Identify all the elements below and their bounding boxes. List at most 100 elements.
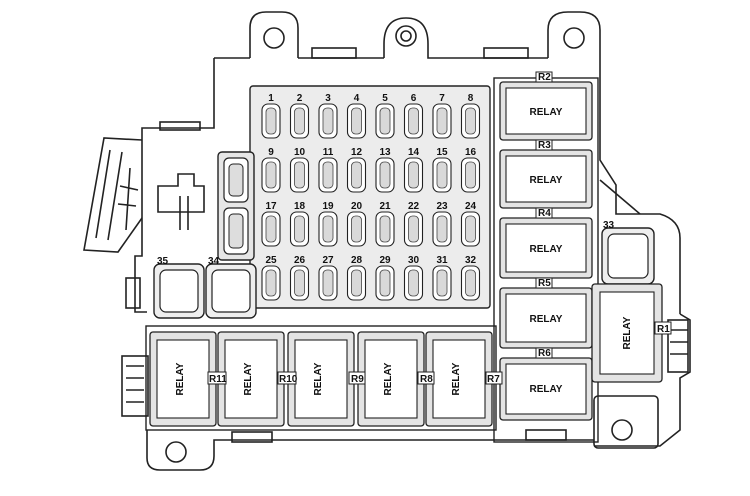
fuse-label-14: 14 <box>408 147 420 158</box>
fuse-label-17: 17 <box>265 201 277 212</box>
relay-r7-marker: R7 <box>485 371 503 385</box>
relay-bottom-1-text: RELAY <box>175 362 186 395</box>
relay-r11-label: R11 <box>209 374 227 385</box>
fuse-label-6: 6 <box>411 93 417 104</box>
relay-r1-text: RELAY <box>622 316 633 349</box>
mini-fuse-2: 2 <box>289 93 310 139</box>
fuse-label-21: 21 <box>379 201 391 212</box>
relay-r6-text: RELAY <box>530 384 563 395</box>
fuse-label-15: 15 <box>436 147 448 158</box>
mini-fuse-25: 25 <box>261 255 281 301</box>
fuse-label-1: 1 <box>268 93 274 104</box>
mini-fuse-23: 23 <box>432 201 452 247</box>
mini-fuse-29: 29 <box>375 255 395 301</box>
relay-r9-text: RELAY <box>383 362 394 395</box>
mini-fuse-10: 10 <box>289 147 310 193</box>
relay-r3: RELAY R3 <box>499 139 593 209</box>
fuse-label-22: 22 <box>408 201 420 212</box>
fuse-label-33: 33 <box>603 220 615 231</box>
fuse-label-19: 19 <box>322 201 334 212</box>
relay-r2: RELAY R2 <box>499 71 593 141</box>
fuse-label-35: 35 <box>157 256 169 267</box>
fuse-label-2: 2 <box>297 93 303 104</box>
mini-fuse-14: 14 <box>403 147 424 193</box>
relay-r3-label: R3 <box>538 140 551 151</box>
mini-fuse-4: 4 <box>346 93 367 139</box>
mini-fuse-11: 11 <box>318 147 338 193</box>
mini-fuse-7: 7 <box>432 93 452 139</box>
relay-r6: RELAY R6 <box>499 347 593 421</box>
large-fuses: 35 34 33 <box>153 220 655 319</box>
mini-fuse-5: 5 <box>375 93 395 139</box>
relay-r11-text: RELAY <box>243 362 254 395</box>
fuse-label-29: 29 <box>379 255 391 266</box>
fuse-label-11: 11 <box>323 147 334 158</box>
relay-r4-label: R4 <box>538 208 551 219</box>
relay-r2-label: R2 <box>538 72 551 83</box>
fuse-panel <box>249 85 491 309</box>
mini-fuse-17: 17 <box>261 201 281 247</box>
mini-fuse-16: 16 <box>460 147 481 193</box>
fuse-label-24: 24 <box>465 201 477 212</box>
relay-r7-label: R7 <box>487 374 500 385</box>
fuse-label-25: 25 <box>265 255 277 266</box>
mini-fuse-22: 22 <box>403 201 424 247</box>
fuse-label-23: 23 <box>436 201 448 212</box>
relay-r2-text: RELAY <box>530 107 563 118</box>
fuse-label-31: 31 <box>436 255 448 266</box>
fuse-label-4: 4 <box>354 93 360 104</box>
relay-r10-text: RELAY <box>313 362 324 395</box>
mini-fuse-1: 1 <box>261 93 281 139</box>
relay-r9: RELAY R9 <box>348 331 425 427</box>
fuse-label-10: 10 <box>294 147 306 158</box>
relay-r5: RELAY R5 <box>499 277 593 349</box>
relay-r11: RELAY R11 <box>207 331 285 427</box>
fuse-label-9: 9 <box>268 147 274 158</box>
relay-r1-label: R1 <box>657 324 670 335</box>
fuse-label-30: 30 <box>408 255 420 266</box>
mini-fuse-26: 26 <box>289 255 310 301</box>
mini-fuse-30: 30 <box>403 255 424 301</box>
mini-fuse-28: 28 <box>346 255 367 301</box>
fuse-label-3: 3 <box>325 93 331 104</box>
mini-fuse-6: 6 <box>403 93 424 139</box>
fuse-label-13: 13 <box>379 147 391 158</box>
mini-fuse-31: 31 <box>432 255 452 301</box>
left-small-fuses <box>217 151 255 261</box>
mini-fuse-3: 3 <box>318 93 338 139</box>
relay-r8: RELAY R8 <box>417 331 493 427</box>
fuse-label-26: 26 <box>294 255 306 266</box>
housing <box>83 11 691 471</box>
mini-fuse-15: 15 <box>432 147 452 193</box>
relay-r1: RELAY R1 <box>591 283 672 383</box>
fuse-label-20: 20 <box>351 201 363 212</box>
right-relay-column: RELAY R2 RELAY R3 RELAY R4 RELAY R5 <box>493 71 599 443</box>
relay-r3-text: RELAY <box>530 175 563 186</box>
mini-fuse-24: 24 <box>460 201 481 247</box>
fuse-label-12: 12 <box>351 147 363 158</box>
fuse-label-34: 34 <box>208 256 220 267</box>
mini-fuse-12: 12 <box>346 147 367 193</box>
fuse-label-8: 8 <box>468 93 474 104</box>
fuse-label-18: 18 <box>294 201 306 212</box>
relay-r10: RELAY R10 <box>277 331 355 427</box>
fuse-label-27: 27 <box>322 255 334 266</box>
fuse-label-16: 16 <box>465 147 477 158</box>
mini-fuse-18: 18 <box>289 201 310 247</box>
mini-fuse-20: 20 <box>346 201 367 247</box>
fuse-label-32: 32 <box>465 255 477 266</box>
relay-r8-text: RELAY <box>451 362 462 395</box>
mini-fuse-9: 9 <box>261 147 281 193</box>
bottom-relay-row: RELAY RELAY R11 RELAY R10 RELAY R9 RELAY <box>145 325 503 431</box>
mini-fuse-32: 32 <box>460 255 481 301</box>
relay-r4: RELAY R4 <box>499 207 593 279</box>
relay-r4-text: RELAY <box>530 244 563 255</box>
mini-fuse-19: 19 <box>318 201 338 247</box>
relay-r5-label: R5 <box>538 278 551 289</box>
relay-bottom-1: RELAY <box>149 331 217 427</box>
mini-fuse-27: 27 <box>318 255 338 301</box>
fuse-label-28: 28 <box>351 255 363 266</box>
